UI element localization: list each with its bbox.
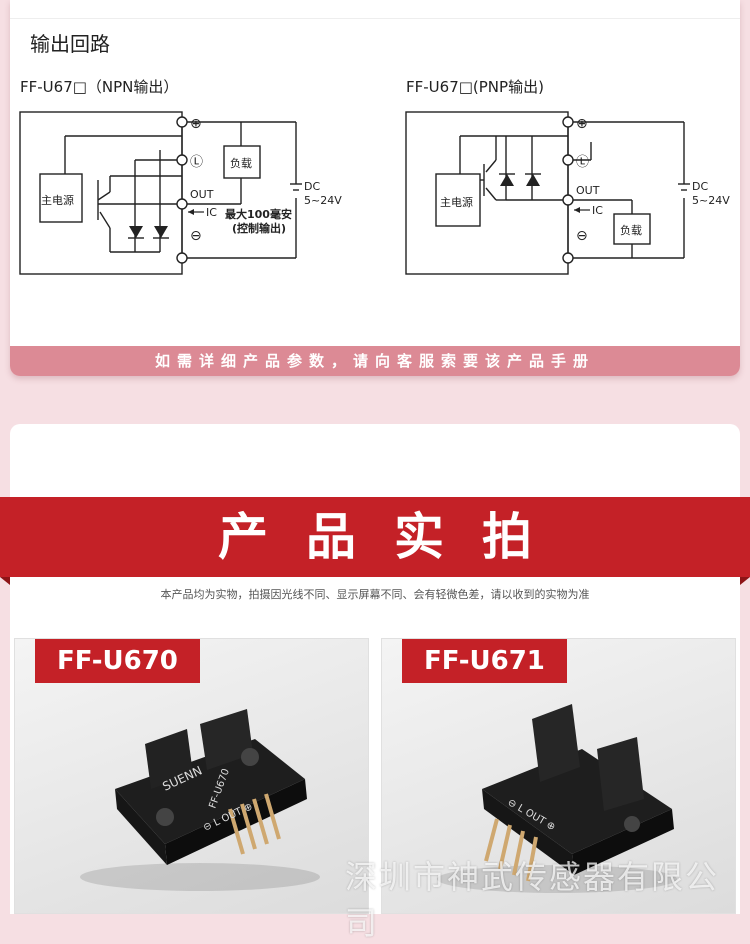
company-watermark: 深圳市神武传感器有限公司 [345, 858, 720, 942]
model-tag: FF-U671 [402, 639, 567, 683]
load-label: 负载 [620, 223, 642, 237]
sensor-image-ff-u671: ⊖ L OUT ⊕ [437, 704, 677, 893]
max-current-label: 最大100毫安 [225, 207, 292, 221]
manual-request-banner: 如需详细产品参数，请向客服索要该产品手册 [10, 346, 740, 376]
dc-label: DC [692, 180, 708, 193]
product-photo-ff-u671: ⊖ L OUT ⊕ FF-U671 [381, 638, 736, 914]
plus-symbol: ⊕ [576, 116, 588, 132]
load-label: 负载 [230, 156, 252, 170]
sensor-image-ff-u670: SUENN FF-U670 ⊖ L OUT ⊕ [80, 709, 320, 891]
l-terminal: Ⓛ [576, 155, 589, 170]
minus-symbol: ⊖ [576, 228, 588, 244]
out-label: OUT [190, 188, 214, 201]
pnp-caption: FF-U67□(PNP输出) [406, 78, 544, 96]
voltage-label: 5~24V [304, 194, 342, 207]
model-tag: FF-U670 [35, 639, 200, 683]
photos-title-band [0, 497, 750, 585]
section-title: 输出回路 [30, 32, 110, 56]
color-difference-note: 本产品均为实物，拍摄因光线不同、显示屏幕不同、会有轻微色差，请以收到的实物为准 [160, 588, 590, 601]
product-photo-ff-u670: SUENN FF-U670 ⊖ L OUT ⊕ FF-U670 [14, 638, 369, 914]
npn-caption: FF-U67□（NPN输出） [20, 78, 179, 96]
main-circuit-label: 主电源 [440, 195, 473, 209]
plus-symbol: ⊕ [190, 116, 202, 132]
ic-label: IC [592, 204, 603, 217]
voltage-label: 5~24V [692, 194, 730, 207]
output-circuit-card: 输出回路 FF-U67□（NPN输出） FF-U67□(PNP输出) [10, 0, 740, 376]
l-terminal: Ⓛ [190, 155, 203, 170]
dc-label: DC [304, 180, 320, 193]
photos-section-title: 产品实拍 [218, 508, 570, 566]
main-circuit-label: 主电源 [41, 193, 74, 207]
out-label: OUT [576, 184, 600, 197]
pnp-circuit-diagram: ⊕ Ⓛ OUT IC ⊖ 主电源 负载 DC 5~24V [405, 111, 730, 275]
ic-label: IC [206, 206, 217, 219]
divider [10, 18, 740, 19]
npn-circuit-diagram: ⊕ Ⓛ OUT IC ⊖ 主电源 负载 DC 5~24V 最大100毫安 (控制… [19, 111, 342, 275]
control-output-label: (控制输出) [232, 221, 286, 235]
minus-symbol: ⊖ [190, 228, 202, 244]
